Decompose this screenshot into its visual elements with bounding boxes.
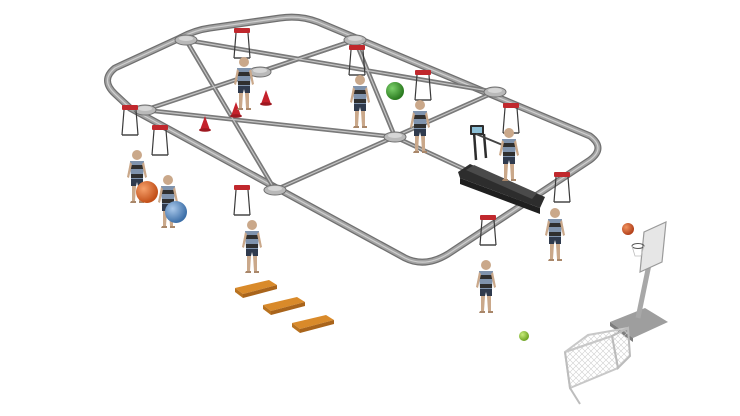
basketball-hoop-icon xyxy=(610,221,668,342)
patient-figure-icon xyxy=(348,44,370,128)
therapy-ball-icon xyxy=(136,82,634,341)
step-board-icon xyxy=(235,280,334,333)
overhead-rail-track-icon xyxy=(104,13,602,266)
treadmill-icon xyxy=(458,125,545,214)
patient-figure-icon xyxy=(499,102,520,181)
soccer-goal-icon xyxy=(563,326,632,405)
patient-figure-icon xyxy=(233,184,262,273)
patient-figure-icon xyxy=(233,27,254,110)
